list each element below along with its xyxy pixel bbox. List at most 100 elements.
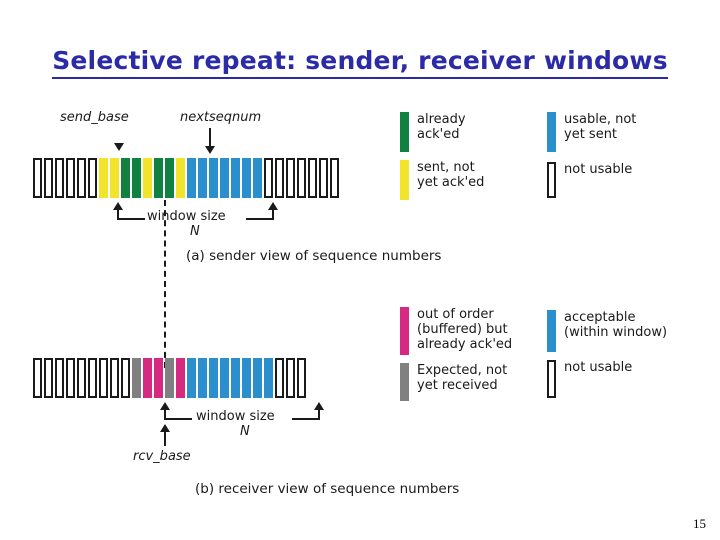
sender-legend-item-already-acked: already ack'ed	[400, 112, 530, 152]
sender-legend-item-sent-not-acked: sent, not yet ack'ed	[400, 160, 540, 200]
receiver-caption: (b) receiver view of sequence numbers	[195, 481, 460, 497]
seq-cell-empty	[77, 158, 86, 198]
seq-cell-blue	[242, 358, 251, 398]
seq-cell-blue	[209, 158, 218, 198]
seq-cell-empty	[319, 158, 328, 198]
seq-cell-empty	[77, 358, 86, 398]
seq-cell-blue	[253, 158, 262, 198]
seq-cell-blue	[187, 158, 196, 198]
receiver-window-right-arrow-icon	[314, 402, 324, 410]
sender-window-left-rule	[117, 218, 145, 220]
sender-window-right-rule	[246, 218, 274, 220]
receiver-window-size-value: N	[240, 424, 250, 439]
seq-cell-yellow	[110, 158, 119, 198]
seq-cell-blue	[209, 358, 218, 398]
seq-cell-empty	[88, 158, 97, 198]
seq-cell-empty	[99, 358, 108, 398]
seq-cell-blue	[264, 358, 273, 398]
sender-sequence-bar	[33, 158, 339, 198]
seq-cell-gray	[132, 358, 141, 398]
seq-cell-green	[132, 158, 141, 198]
rcv-base-left-shaft	[164, 408, 166, 420]
seq-cell-empty	[33, 158, 42, 198]
seq-cell-empty	[110, 358, 119, 398]
seq-cell-blue	[242, 158, 251, 198]
seq-cell-empty	[275, 158, 284, 198]
legend-swatch-green	[400, 112, 409, 152]
sender-window-size-label: window size	[147, 209, 226, 224]
sender-legend-item-usable-not-sent: usable, not yet sent	[547, 112, 697, 152]
seq-cell-green	[121, 158, 130, 198]
seq-cell-magenta	[154, 358, 163, 398]
seq-cell-empty	[330, 158, 339, 198]
rcv-base-label-shaft	[164, 430, 166, 446]
legend-swatch-yellow	[400, 160, 409, 200]
seq-cell-empty	[44, 158, 53, 198]
sender-caption: (a) sender view of sequence numbers	[186, 248, 442, 264]
receiver-window-right-rule	[292, 418, 320, 420]
seq-cell-empty	[297, 358, 306, 398]
seq-cell-blue	[220, 358, 229, 398]
send-base-label: send_base	[60, 110, 129, 125]
seq-cell-empty	[55, 358, 64, 398]
seq-cell-yellow	[99, 158, 108, 198]
page-number: 15	[693, 516, 706, 531]
nextseqnum-label: nextseqnum	[180, 110, 262, 125]
seq-cell-empty	[275, 358, 284, 398]
seq-cell-empty	[308, 158, 317, 198]
sender-window-size-value: N	[190, 224, 200, 239]
legend-label-sent-not-acked: sent, not yet ack'ed	[417, 160, 485, 190]
legend-label-not-usable-2: not usable	[564, 360, 633, 375]
legend-label-usable-not-sent: usable, not yet sent	[564, 112, 637, 142]
sender-window-right-shaft	[272, 208, 274, 220]
seq-cell-magenta	[143, 358, 152, 398]
seq-cell-empty	[88, 358, 97, 398]
receiver-window-size-label: window size	[196, 409, 275, 424]
receiver-legend-item-not-usable: not usable	[547, 360, 702, 398]
rcv-base-arrow-head-icon	[160, 402, 170, 410]
seq-cell-empty	[44, 358, 53, 398]
legend-swatch-white-outline-2	[547, 360, 556, 398]
seq-cell-blue	[198, 358, 207, 398]
seq-cell-magenta	[176, 358, 185, 398]
nextseqnum-arrow-head-icon	[205, 146, 215, 154]
legend-label-already-acked: already ack'ed	[417, 112, 466, 142]
seq-cell-empty	[286, 158, 295, 198]
receiver-window-left-rule	[164, 418, 192, 420]
receiver-legend-item-expected: Expected, not yet received	[400, 363, 545, 401]
page-title: Selective repeat: sender, receiver windo…	[0, 46, 720, 79]
sender-legend-item-not-usable: not usable	[547, 162, 697, 198]
legend-swatch-white-outline	[547, 162, 556, 198]
seq-cell-yellow	[176, 158, 185, 198]
nextseqnum-arrow-shaft	[209, 128, 211, 148]
page-title-text: Selective repeat: sender, receiver windo…	[52, 46, 668, 79]
legend-label-expected: Expected, not yet received	[417, 363, 508, 393]
seq-cell-empty	[297, 158, 306, 198]
seq-cell-blue	[253, 358, 262, 398]
sender-window-left-arrow-icon	[113, 202, 123, 210]
receiver-legend-item-out-of-order: out of order (buffered) but already ack'…	[400, 307, 545, 355]
legend-label-not-usable: not usable	[564, 162, 633, 177]
send-base-pointer-icon	[114, 143, 124, 151]
legend-swatch-magenta	[400, 307, 409, 355]
seq-cell-blue	[198, 158, 207, 198]
seq-cell-gray	[165, 358, 174, 398]
legend-swatch-blue	[547, 112, 556, 152]
sender-window-left-shaft	[117, 208, 119, 220]
seq-cell-empty	[286, 358, 295, 398]
seq-cell-blue	[187, 358, 196, 398]
legend-label-out-of-order: out of order (buffered) but already ack'…	[417, 307, 513, 352]
legend-swatch-gray	[400, 363, 409, 401]
seq-cell-empty	[55, 158, 64, 198]
legend-swatch-blue-2	[547, 310, 556, 352]
seq-cell-blue	[231, 158, 240, 198]
seq-cell-empty	[66, 358, 75, 398]
seq-cell-yellow	[143, 158, 152, 198]
receiver-legend-item-acceptable: acceptable (within window)	[547, 310, 702, 352]
legend-label-acceptable: acceptable (within window)	[564, 310, 668, 340]
rcv-base-label-arrow-icon	[160, 424, 170, 432]
seq-cell-empty	[33, 358, 42, 398]
seq-cell-empty	[264, 158, 273, 198]
send-base-to-rcv-base-connector	[164, 200, 166, 368]
seq-cell-blue	[231, 358, 240, 398]
